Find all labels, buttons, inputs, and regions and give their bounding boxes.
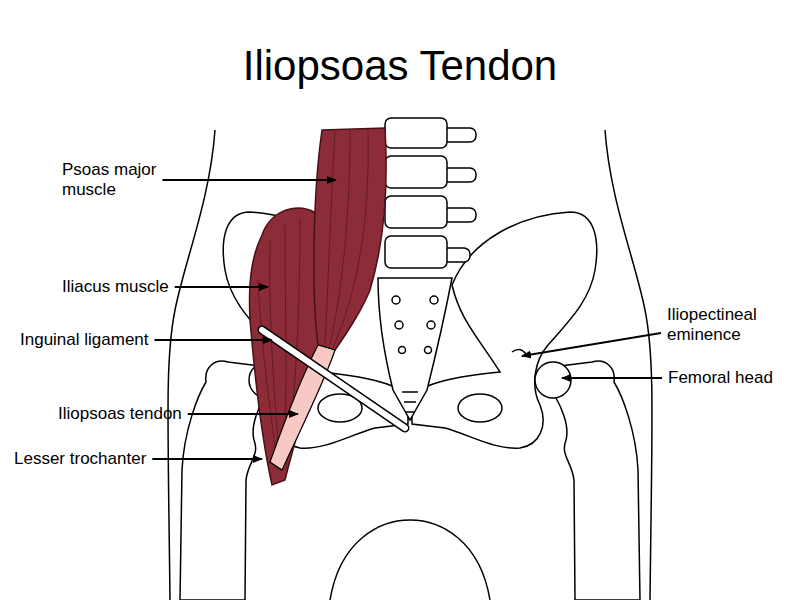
body-outline [168, 130, 652, 600]
femur [535, 361, 640, 600]
part-label: Inguinal ligament [20, 330, 149, 350]
leader-line [155, 339, 272, 341]
leader-line [152, 458, 262, 460]
leader-line [522, 333, 661, 356]
part-label: Femoral head [668, 368, 793, 388]
iliopsoas-tendon [270, 345, 335, 470]
diagram-title: Iliopsoas Tendon [0, 42, 800, 90]
spine [378, 118, 476, 420]
psoas-major-muscle [314, 128, 386, 350]
part-label: Iliacus muscle [62, 277, 169, 297]
leader-line [175, 286, 268, 288]
part-label: Iliopectineal eminence [667, 305, 792, 345]
leader-line [562, 377, 662, 379]
leader-line [162, 179, 336, 181]
leader-line [188, 413, 298, 415]
leader-lines [152, 180, 662, 459]
part-label: Psoas major muscle [62, 160, 187, 200]
part-label: Lesser trochanter [14, 449, 146, 469]
part-label: Iliopsoas tendon [58, 404, 182, 424]
